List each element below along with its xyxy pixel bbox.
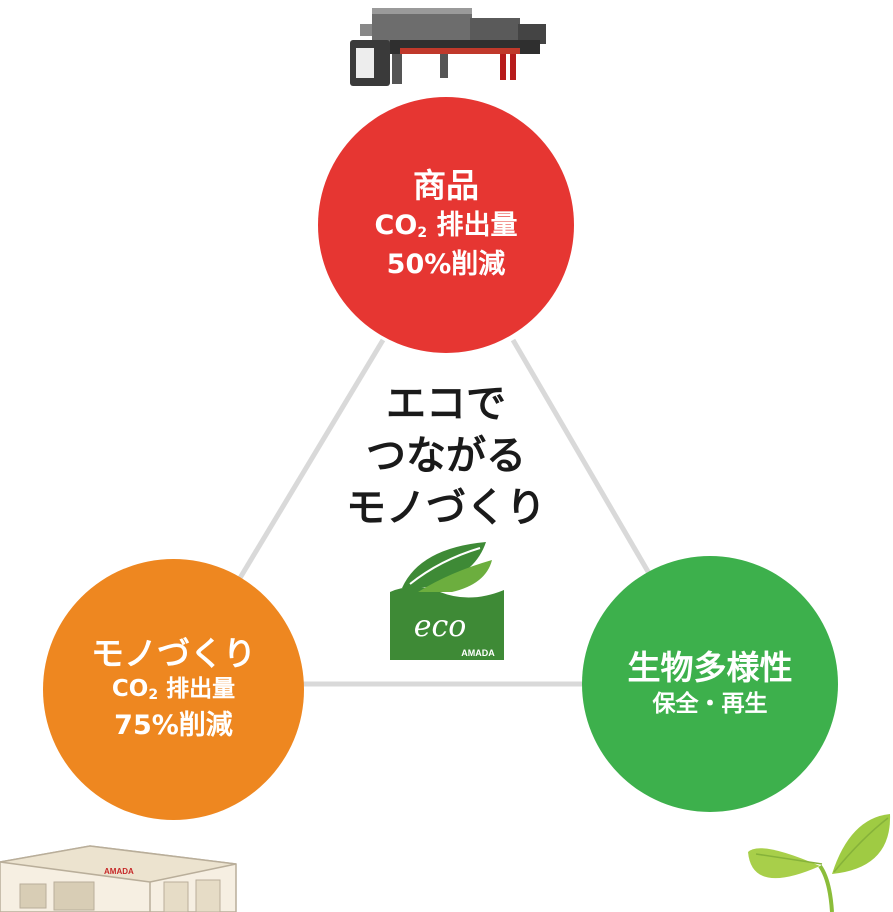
product-co2-prefix: CO [374,209,418,241]
manufacturing-co2-suffix: 排出量 [166,676,236,703]
eco-logo-word: eco [414,609,467,644]
building-sign: AMADA [104,867,134,876]
manufacturing-co2-prefix: CO [111,676,149,703]
manufacturing-reduction: 75%削減 [114,710,233,742]
product-co2-sub: 2 [417,224,428,241]
product-co2-line: CO2 排出量 [375,206,518,245]
eco-logo-brand: AMADA [461,648,495,658]
manufacturing-co2-line: CO2 排出量 [112,673,235,706]
biodiversity-title: 生物多様性 [627,648,793,688]
biodiversity-circle: 生物多様性 保全・再生 [582,556,838,812]
manufacturing-co2-sub: 2 [148,687,159,704]
connector-product-biodiversity [510,338,653,577]
product-title: 商品 [413,166,479,206]
center-line-3: モノづくり [346,485,546,531]
center-slogan: エコで つながる モノづくり [330,378,562,534]
product-co2-suffix: 排出量 [436,209,518,241]
manufacturing-title: モノづくり [91,633,256,673]
manufacturing-circle: モノづくり CO2 排出量 75%削減 [43,559,304,820]
center-line-2: つながる [366,433,526,479]
center-line-1: エコで [386,381,506,427]
product-reduction: 50%削減 [386,248,506,280]
product-circle: 商品 CO2 排出量 50%削減 [318,97,574,353]
biodiversity-subtitle: 保全・再生 [652,690,768,717]
connector-product-manufacturing [237,338,386,580]
